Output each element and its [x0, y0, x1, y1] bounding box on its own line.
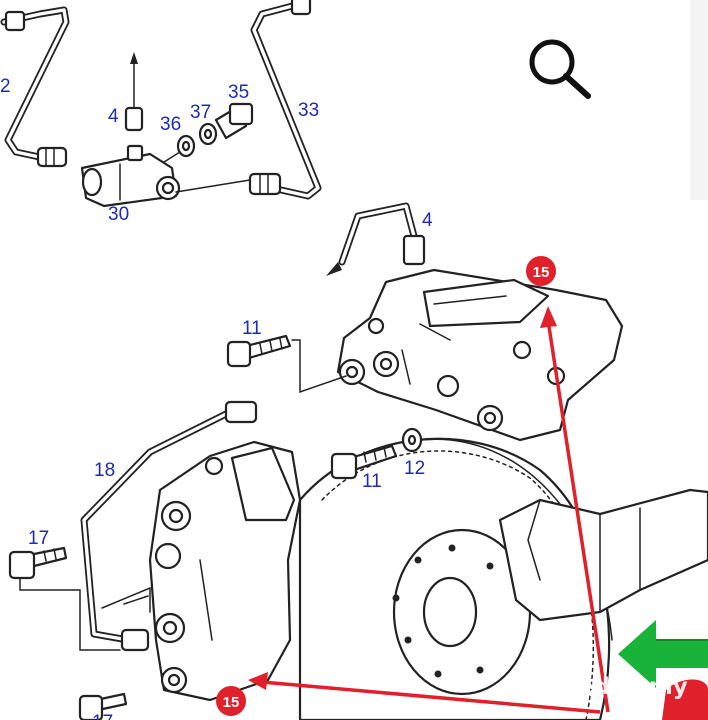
part-label-37: 37: [190, 102, 211, 123]
watermark: Sprzedajemy .pl: [520, 670, 688, 700]
bolt-17-upper: [8, 546, 121, 651]
callout-arrowhead-lower: [248, 672, 268, 690]
part-label-12: 12: [404, 458, 425, 479]
lower-caliper: [80, 400, 302, 702]
part-label-30: 30: [108, 204, 129, 225]
part-label-11-mid: 11: [362, 471, 382, 492]
callout-badge-lower-text: 15: [223, 694, 240, 711]
callout-line-upper: [546, 319, 610, 713]
bolt-11-upper: [226, 334, 347, 394]
part-labels: 2 4 36 37 35 33 30 4 11 18 11 12 17 17: [0, 76, 433, 720]
part-label-4-top: 4: [108, 106, 119, 127]
bolts: [8, 334, 423, 720]
watermark-suffix: .pl: [668, 670, 684, 683]
callout-badge-lower: 15: [216, 686, 246, 716]
callout-badge-upper: 15: [526, 256, 556, 286]
bolt-11-middle: [330, 444, 398, 480]
part-label-36: 36: [160, 114, 181, 135]
part-label-4-caliper: 4: [422, 210, 433, 231]
upper-caliper: [326, 202, 624, 442]
search-icon[interactable]: [529, 39, 591, 99]
distributor-assembly: [0, 0, 322, 208]
callout-line-lower: [261, 680, 601, 714]
part-label-17-a: 17: [28, 528, 49, 549]
brake-disc: [298, 437, 708, 720]
part-label-17-b: 17: [92, 712, 113, 720]
callout-lines: [248, 306, 610, 714]
part-label-11-top: 11: [242, 318, 262, 339]
part-label-2: 2: [0, 76, 11, 97]
callout-badge-upper-text: 15: [533, 264, 550, 281]
corner-tab: [662, 679, 708, 720]
bolt-17-lower: [78, 692, 128, 720]
arrow-left-icon[interactable]: [618, 620, 708, 688]
part-label-35: 35: [228, 82, 249, 103]
edge-strip: [690, 0, 708, 200]
watermark-text: Sprzedajemy: [520, 674, 688, 700]
part-label-18: 18: [94, 460, 115, 481]
callout-arrowhead-upper: [540, 306, 557, 328]
part-label-33: 33: [298, 100, 319, 121]
